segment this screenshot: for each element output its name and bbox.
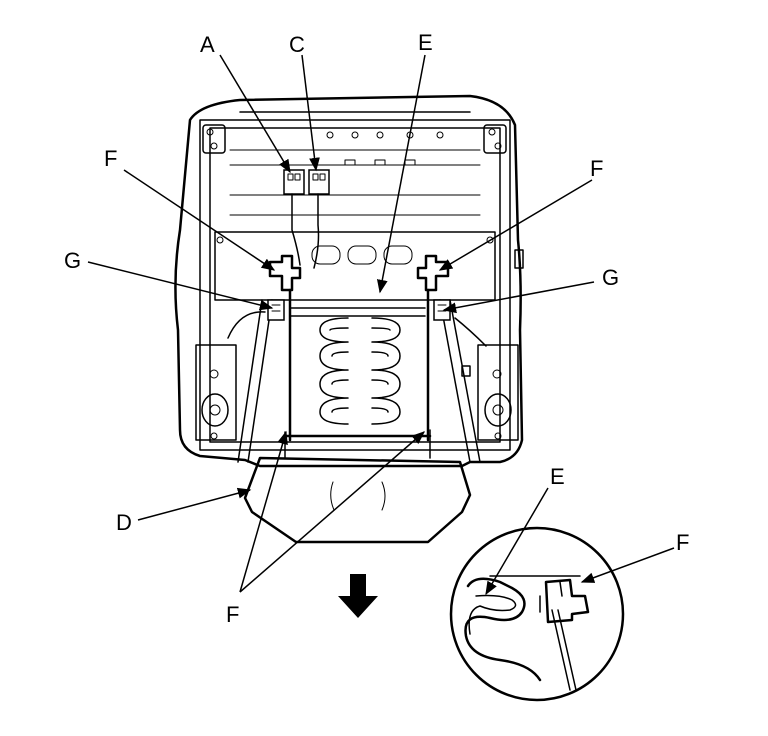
callout-a: A xyxy=(200,32,215,57)
connector-c xyxy=(308,169,330,269)
seat-frame xyxy=(174,94,524,468)
callout-d: D xyxy=(116,510,132,535)
callout-f-detail: F xyxy=(676,530,689,555)
arrow-down-icon xyxy=(338,574,378,618)
connector-a xyxy=(283,169,305,266)
callout-f-left: F xyxy=(104,146,117,171)
callout-c: C xyxy=(289,32,305,57)
hook-f-right xyxy=(416,254,450,292)
callout-g-left: G xyxy=(64,248,81,273)
clip-g-left xyxy=(267,299,285,321)
seat-spring xyxy=(283,288,432,442)
callout-e-detail: E xyxy=(550,464,565,489)
callout-leaders xyxy=(87,54,675,596)
callout-e-top: E xyxy=(418,30,433,55)
detail-view xyxy=(449,526,625,702)
seat-cover-front-flap xyxy=(243,429,472,544)
callout-f-right: F xyxy=(590,156,603,181)
hook-f-left xyxy=(268,254,302,292)
callout-g-right: G xyxy=(602,265,619,290)
callout-f-bottom: F xyxy=(226,602,239,627)
